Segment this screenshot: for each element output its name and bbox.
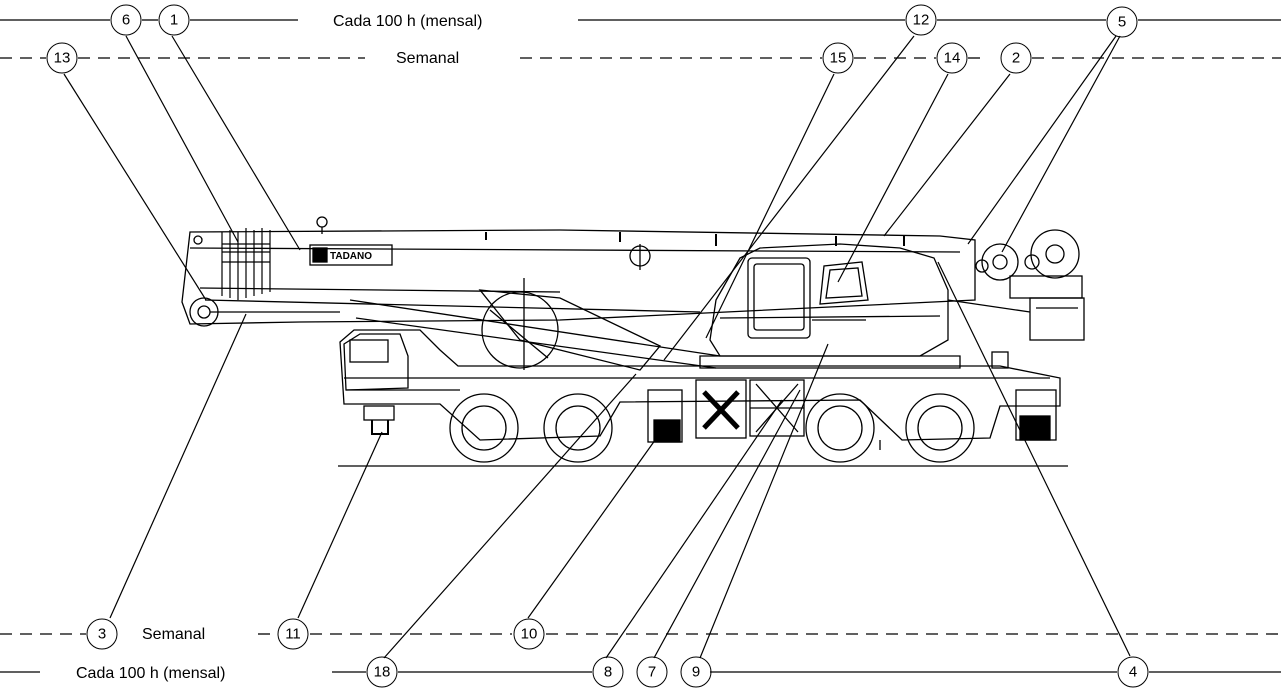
svg-text:8: 8: [604, 664, 612, 681]
svg-text:7: 7: [648, 664, 656, 681]
callout-4: 4: [1117, 656, 1149, 688]
svg-text:9: 9: [692, 664, 700, 681]
svg-text:14: 14: [944, 50, 961, 67]
svg-text:3: 3: [98, 626, 106, 643]
callout-5: 5: [1106, 6, 1138, 38]
svg-text:12: 12: [913, 12, 930, 29]
wheel-4: [905, 393, 975, 463]
wheel-2: [543, 393, 613, 463]
callout-12: 12: [905, 4, 937, 36]
svg-text:4: 4: [1129, 664, 1137, 681]
wheel-1: [449, 393, 519, 463]
callout-14: 13: [46, 42, 78, 74]
top-monthly-label: Cada 100 h (mensal): [333, 13, 482, 30]
svg-text:11: 11: [285, 626, 301, 643]
callout-7: 7: [636, 656, 668, 688]
boom-logo-text: TADANO: [330, 251, 372, 262]
bottom-monthly-label: Cada 100 h (mensal): [76, 665, 225, 682]
callout-2: 2: [1000, 42, 1032, 74]
callout-6: 6: [110, 4, 142, 36]
svg-text:5: 5: [1118, 14, 1126, 31]
svg-text:1: 1: [170, 12, 178, 29]
svg-text:13: 13: [54, 50, 71, 67]
callout-13: 14: [936, 42, 968, 74]
callout-18: 18: [366, 656, 398, 688]
svg-text:15: 15: [830, 50, 847, 67]
svg-text:2: 2: [1012, 50, 1020, 67]
callout-1: 1: [158, 4, 190, 36]
crane-truck-drawing: [181, 216, 1085, 467]
callout-10: 10: [513, 618, 545, 650]
wheel-3: [805, 393, 875, 463]
callout-11: 11: [277, 618, 309, 650]
top-weekly-label: Semanal: [396, 50, 459, 67]
callout-3: 3: [86, 618, 118, 650]
callout-8: 8: [592, 656, 624, 688]
leader-lines: [63, 35, 1131, 659]
svg-text:6: 6: [122, 12, 130, 29]
svg-text:10: 10: [521, 626, 538, 643]
svg-text:18: 18: [374, 664, 391, 681]
callout-9: 9: [680, 656, 712, 688]
bottom-weekly-label: Semanal: [142, 626, 205, 643]
callout-15: 15: [822, 42, 854, 74]
